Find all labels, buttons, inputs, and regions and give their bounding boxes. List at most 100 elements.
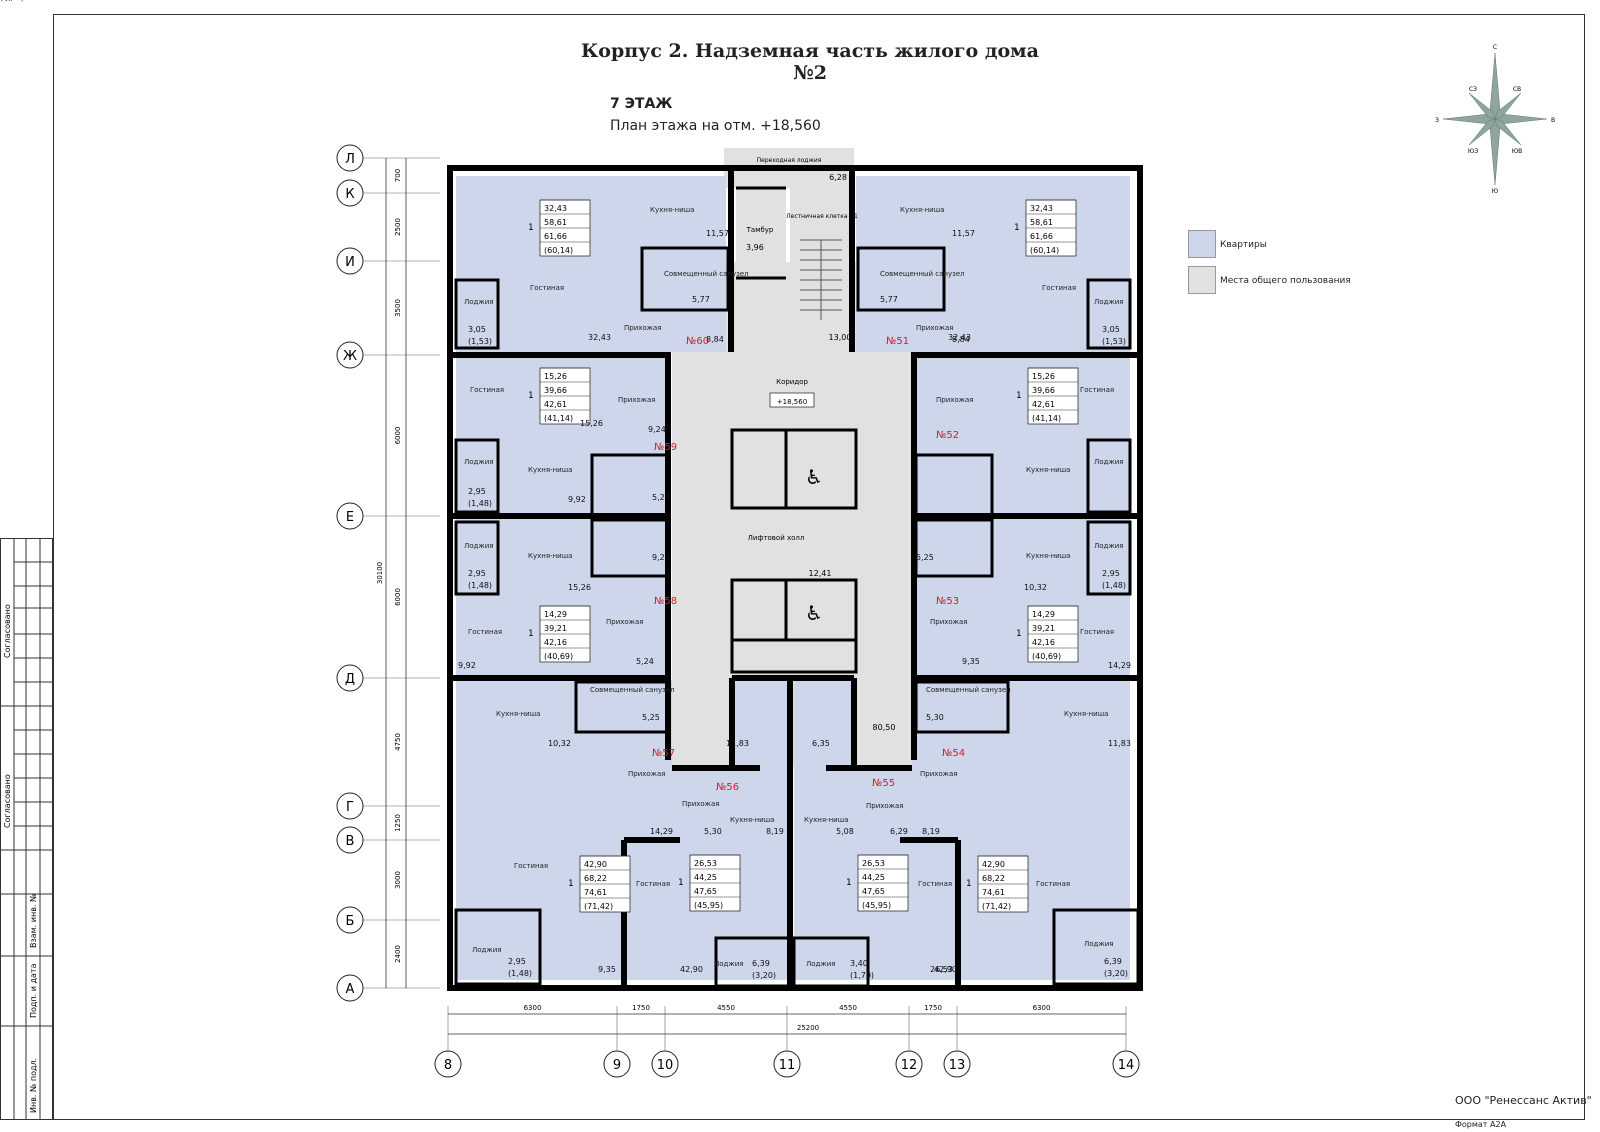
stair-steps <box>800 239 842 320</box>
stamp-text: Инв. № подл. <box>29 1058 38 1113</box>
grid-col-marker: 8 <box>434 1006 462 1078</box>
stamp-text: Согласовано <box>3 604 12 658</box>
grid-row-label: К <box>345 187 354 202</box>
stair-label: Лестничная клетка Н1 <box>786 213 858 220</box>
area-value: (40,69) <box>544 652 573 661</box>
area-value: 44,25 <box>862 873 885 882</box>
room-area-value: 2,95 <box>508 957 526 966</box>
area-value: (45,95) <box>862 901 891 910</box>
stamp-text: Взам. инв. № <box>29 893 38 948</box>
room-area-value: 9,35 <box>598 965 616 974</box>
room-area-value: 9,35 <box>962 657 980 666</box>
room-area-value: 6,35 <box>812 739 830 748</box>
col-dimension: 4550 <box>839 1004 857 1012</box>
room-area-value: 5,77 <box>880 295 898 304</box>
grid-row-label: Ж <box>343 349 357 364</box>
row-dimension: 4750 <box>394 733 402 751</box>
grid-col-label: 12 <box>901 1058 918 1073</box>
room-area-value: 2,95 <box>468 569 486 578</box>
room-area-value: 5,08 <box>0 0 18 2</box>
room-label: Кухня-ниша <box>496 710 540 718</box>
compass-nw: СЗ <box>1469 86 1477 93</box>
stamp-text: Согласовано <box>3 774 12 828</box>
room-area-value: 32,43 <box>588 333 611 342</box>
row-dimension: 700 <box>394 169 402 182</box>
room-label: Кухня-ниша <box>528 552 572 560</box>
room-area-value: 9,92 <box>568 495 586 504</box>
room-label: Прихожая <box>866 802 904 810</box>
room-area-value: 14,29 <box>1108 661 1131 670</box>
grid-row-marker: К <box>336 179 440 207</box>
room-label: Гостиная <box>918 880 952 888</box>
area-value: 42,61 <box>544 400 567 409</box>
compass-n: С <box>1493 44 1497 51</box>
grid-row-marker: А <box>336 974 440 1002</box>
corridor-area <box>854 680 912 770</box>
room-area-value: 6,29 <box>890 827 908 836</box>
grid-row-marker: Ж <box>336 341 440 369</box>
corridor-mark-box <box>769 392 815 408</box>
compass-se: ЮВ <box>1512 148 1523 155</box>
col-total-dimension: 25200 <box>797 1024 819 1032</box>
room-label: Лоджия <box>1094 458 1123 466</box>
room-area-value: 3,40 <box>0 0 18 2</box>
room-label: Прихожая <box>916 324 954 332</box>
area-value: 61,66 <box>544 232 567 241</box>
compass-w: З <box>1435 117 1439 124</box>
room-area-value: 15,26 <box>568 583 591 592</box>
room-area-value: 5,30 <box>704 827 722 836</box>
apartment-53[interactable] <box>916 518 1130 678</box>
room-area-value: 5,25 <box>642 713 660 722</box>
room-area-value: (1,48) <box>508 969 532 978</box>
area-value: 44,25 <box>694 873 717 882</box>
legend-apartment-swatch <box>1188 230 1216 258</box>
col-dimension: 6300 <box>1033 1004 1051 1012</box>
row-dimension: 6000 <box>394 588 402 606</box>
apartment-number: №52 <box>936 430 959 441</box>
grid-col-marker: 14 <box>1112 1006 1140 1078</box>
grid-row-marker: Л <box>336 144 440 172</box>
apartment-number: №58 <box>654 596 677 607</box>
room-count: 1 <box>678 878 684 888</box>
grid-col-marker: 9 <box>603 1006 631 1078</box>
room-label: Кухня-ниша <box>730 816 774 824</box>
grid-row-label: И <box>345 255 355 270</box>
room-area-value: 8,84 <box>706 335 724 344</box>
room-count: 1 <box>528 223 534 233</box>
room-area-value: 9,92 <box>458 661 476 670</box>
area-value: 42,61 <box>1032 400 1055 409</box>
room-label: Гостиная <box>514 862 548 870</box>
apartment-52[interactable] <box>916 358 1130 516</box>
room-label: Гостиная <box>1080 628 1114 636</box>
room-label: Лоджия <box>464 298 493 306</box>
area-value: 42,16 <box>1032 638 1055 647</box>
compass-ne: СВ <box>1513 86 1521 93</box>
area-value: 68,22 <box>982 874 1005 883</box>
area-value: (40,69) <box>1032 652 1061 661</box>
room-count: 1 <box>528 391 534 401</box>
grid-col-label: 8 <box>444 1058 452 1073</box>
apartment-60[interactable] <box>456 176 726 352</box>
compass-sw: ЮЗ <box>1468 148 1478 155</box>
area-value: 47,65 <box>694 887 717 896</box>
room-area-value: 2,95 <box>1102 569 1120 578</box>
apartment-51[interactable] <box>856 176 1130 352</box>
room-area-value: 11,57 <box>706 229 729 238</box>
grid-row-label: Е <box>346 510 354 525</box>
room-label: Прихожая <box>682 800 720 808</box>
room-area-value: (3,20) <box>1104 969 1128 978</box>
area-value: 26,53 <box>862 859 885 868</box>
room-label: Гостиная <box>1036 880 1070 888</box>
transit-loggia-area-value: 6,28 <box>829 173 847 182</box>
area-value: (71,42) <box>982 902 1011 911</box>
col-dimension: 1750 <box>924 1004 942 1012</box>
room-count: 1 <box>528 629 534 639</box>
area-value: (60,14) <box>544 246 573 255</box>
legend-common-label: Места общего пользования <box>1220 276 1351 286</box>
